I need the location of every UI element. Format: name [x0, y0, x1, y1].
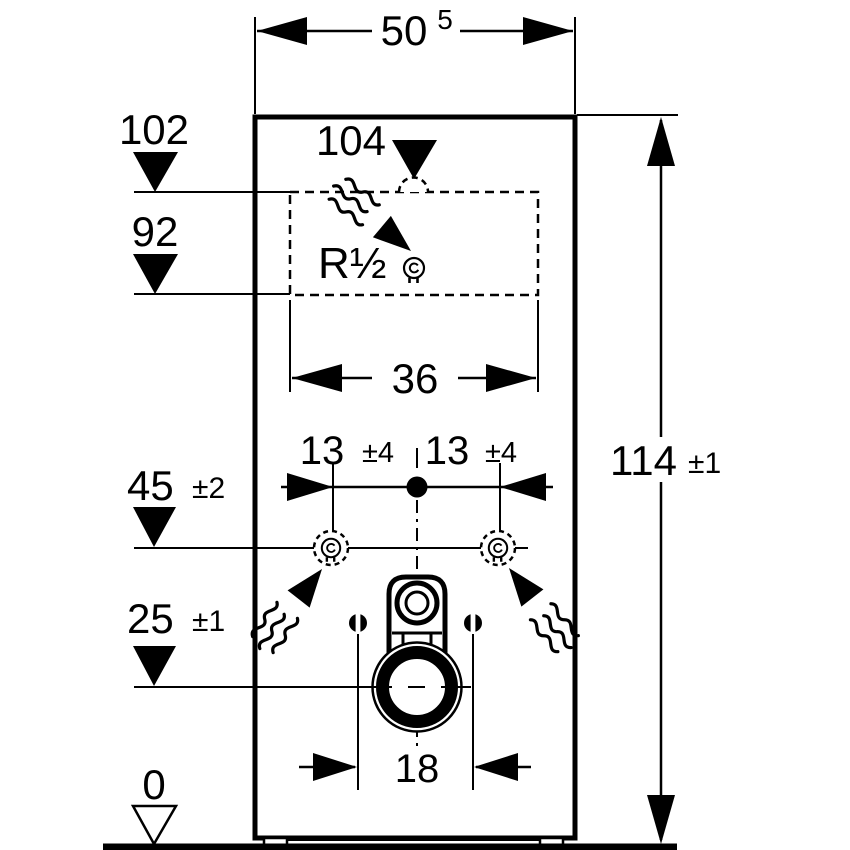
level-102-tap: 102	[119, 106, 290, 193]
datum-triangle-icon	[130, 804, 179, 847]
dim-height-value: 114	[610, 437, 677, 484]
level-25-drain: 25 ±1	[127, 595, 471, 688]
arrowhead-right	[287, 473, 333, 501]
level-marker-icon	[133, 254, 178, 294]
flush-bend-symbol	[386, 574, 448, 656]
dimension-zone-width: 36	[289, 300, 539, 402]
level-45-tol: ±2	[192, 472, 225, 505]
dim-13-left-tol: ±4	[362, 437, 394, 469]
level-102-label: 102	[119, 106, 189, 153]
pointer-triangle-icon	[392, 140, 437, 179]
floor-datum: 0	[130, 761, 179, 847]
dim-13-right-value: 13	[425, 429, 470, 473]
level-45-label: 45	[127, 462, 174, 509]
level-104-label: 104	[316, 117, 386, 164]
thread-size-label: R½	[318, 239, 386, 288]
level-25-label: 25	[127, 595, 174, 642]
dim-height-tol: ±1	[688, 447, 721, 480]
level-marker-icon	[133, 646, 176, 686]
arrowhead-left	[292, 364, 342, 392]
level-marker-icon	[133, 152, 178, 192]
dimension-height-right: 114 ±1	[577, 114, 721, 844]
level-25-tol: ±1	[192, 605, 225, 638]
level-marker-icon	[133, 507, 176, 547]
arrowhead-left	[500, 473, 546, 501]
arrowhead-right	[313, 753, 357, 781]
datum-0-label: 0	[142, 761, 165, 808]
level-104-top-entry: 104	[316, 117, 437, 179]
dim-18-value: 18	[395, 747, 440, 791]
water-connection-left	[312, 529, 350, 567]
dim-36-value: 36	[392, 355, 439, 402]
dim-13-right-tol: ±4	[485, 437, 517, 469]
level-92-label: 92	[132, 208, 179, 255]
dim-width-value: 50	[381, 7, 428, 54]
arrowhead-up	[647, 117, 675, 166]
level-45-water-connections: 45 ±2	[127, 462, 528, 567]
arrowhead-down	[647, 795, 675, 844]
arrowhead-right	[523, 17, 573, 45]
dimension-connection-offsets: 13 ±4 13 ±4	[281, 429, 553, 530]
arrowhead-left	[257, 17, 307, 45]
dim-width-sup: 5	[437, 4, 453, 35]
water-connection-right	[479, 529, 517, 567]
flush-pipe-socket	[394, 580, 440, 626]
center-reference-dot	[406, 476, 428, 498]
level-92-zone: 92	[132, 208, 290, 295]
dim-13-left-value: 13	[300, 429, 345, 473]
fixing-bolts	[349, 612, 482, 790]
arrowhead-left	[474, 753, 518, 781]
dimension-bolt-spacing: 18	[299, 747, 531, 791]
dimension-width-top: 50 5	[254, 4, 576, 114]
arrowhead-right	[486, 364, 536, 392]
